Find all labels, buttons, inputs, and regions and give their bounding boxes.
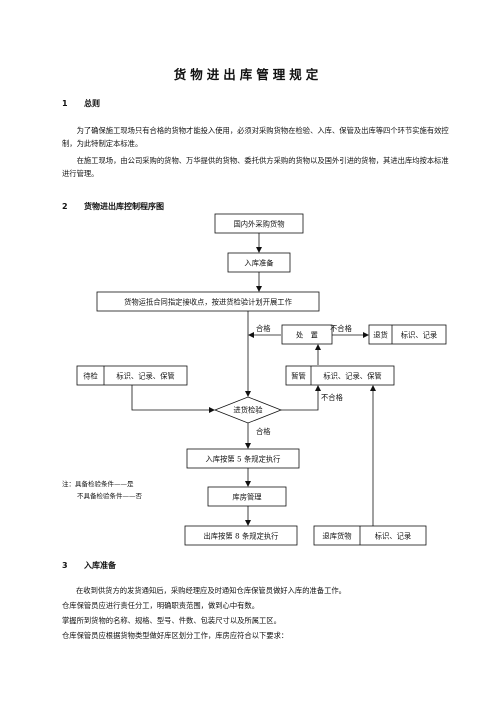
return-box-2: [313, 525, 427, 546]
hold-label: 暂管: [291, 372, 306, 381]
pending-label: 待检: [83, 372, 98, 381]
section-2-heading: 2 货物进出库控制程序图: [62, 201, 164, 212]
fail-label-2: 不合格: [321, 393, 344, 402]
pending-text: 标识、记录、保管: [116, 372, 174, 381]
receive-box: [96, 291, 320, 312]
dispose-label: 处 置: [296, 331, 318, 340]
pass-label-2: 合格: [256, 427, 271, 436]
pass-label-1: 合格: [256, 324, 271, 333]
section-number: 2: [62, 202, 68, 211]
store-out-label: 出库按第 8 条规定执行: [204, 532, 279, 541]
section-3-line-3: 掌握所到货物的名称、规格、型号、件数、包装尺寸以及所属工区。: [62, 616, 281, 625]
section-3-line-1: 在收到供货方的发货通知后，采购经理应及时通知仓库保管员做好入库的准备工作。: [76, 586, 346, 595]
flowchart-note-1: 注：具备检验条件——是: [62, 480, 134, 488]
section-number: 1: [62, 99, 68, 108]
prepare-label: 入库准备: [244, 259, 274, 268]
hold-text: 标识、记录、保管: [323, 372, 381, 381]
section-title: 货物进出库控制程序图: [84, 202, 164, 211]
return-record-label: 标识、记录: [401, 331, 437, 340]
section-3-line-2: 仓库保管员应进行责任分工，明确职责范围，做到心中有数。: [62, 601, 260, 610]
section-title: 入库准备: [84, 561, 116, 570]
inspect-label: 进货检验: [233, 406, 263, 415]
warehouse-box: [207, 486, 287, 507]
section-number: 3: [62, 561, 68, 570]
flowchart-note-2: 不具备检验条件——否: [77, 492, 142, 500]
section-3-heading: 3 入库准备: [62, 560, 116, 571]
page-title: 货物进出库管理规定: [173, 67, 323, 82]
hold-box: [285, 365, 395, 386]
fail-label-1: 不合格: [330, 324, 353, 333]
return-goods-2-label: 退库货物: [322, 532, 351, 541]
return-label: 退货: [373, 331, 388, 340]
section-1-paragraph-1: 为了确保施工现场只有合格的货物才能投入使用，必须对采购货物在检验、入库、保管及出…: [62, 126, 449, 148]
section-1-heading: 1 总则: [62, 98, 100, 109]
store-in-label: 入库按第 5 条规定执行: [206, 455, 281, 464]
return-box: [368, 324, 447, 345]
section-3-line-4: 仓库保管员应根据货物类型做好库区划分工作，库房应符合以下要求：: [62, 631, 289, 640]
store-out-box: [184, 525, 298, 546]
dispose-box: [281, 324, 333, 345]
warehouse-label: 库房管理: [232, 493, 262, 502]
section-1-paragraph-2: 在施工现场，由公司采购的货物、万华提供的货物、委托供方采购的货物以及国外引进的货…: [62, 156, 449, 178]
purchase-label: 国内外采购货物: [233, 220, 284, 229]
section-title: 总则: [84, 99, 100, 108]
store-in-box: [186, 448, 300, 469]
receive-label: 货物运抵合同指定接收点，按进货检验计划开展工作: [124, 298, 293, 307]
return-record-2-label: 标识、记录: [375, 532, 411, 541]
